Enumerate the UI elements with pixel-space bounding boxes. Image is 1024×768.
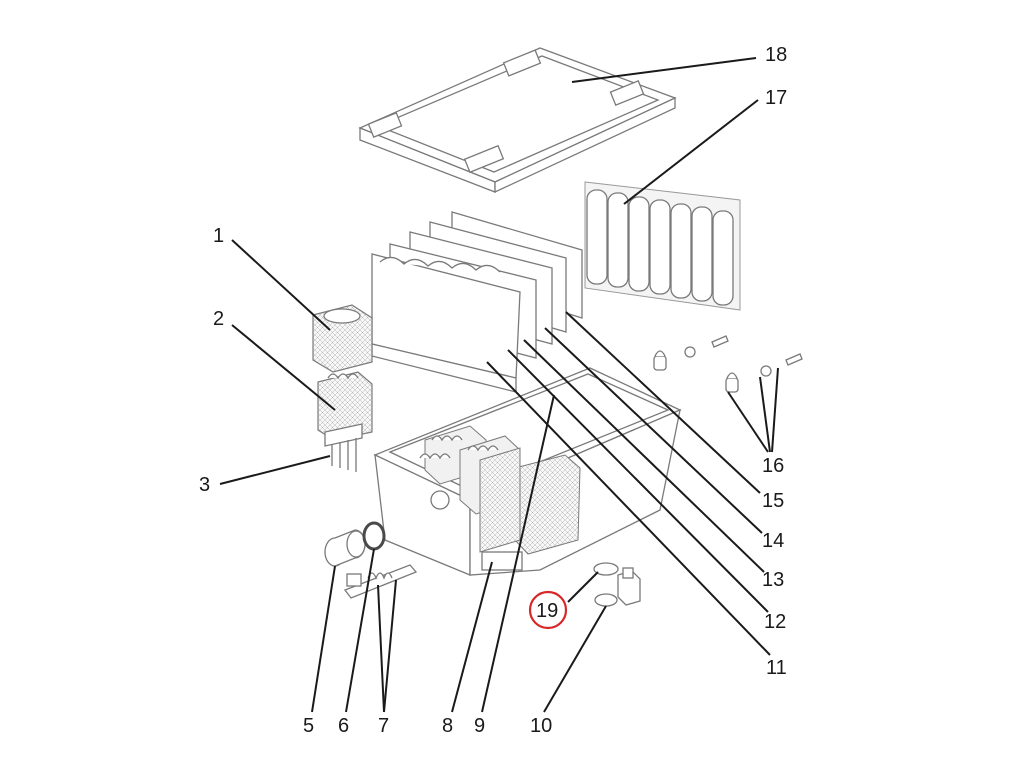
part-filter-plates (371, 211, 583, 393)
callout-13: 13 (762, 569, 784, 591)
callout-11: 11 (766, 657, 787, 679)
part-heater-bar (343, 564, 418, 599)
part-cylinder (324, 529, 366, 567)
highlight-circle (528, 590, 568, 630)
callout-16: 16 (762, 455, 784, 477)
leader-15 (565, 311, 761, 494)
callout-9: 9 (474, 715, 485, 737)
leader-13 (523, 339, 765, 573)
callout-8: 8 (442, 715, 453, 737)
leader-17 (623, 99, 759, 205)
leader-lines (219, 57, 779, 713)
leader-14 (544, 327, 763, 534)
leader-6 (345, 548, 375, 713)
leader-7b (383, 579, 397, 713)
leader-16b (759, 376, 771, 453)
leader-16a (727, 391, 769, 453)
callout-10: 10 (530, 715, 552, 737)
callout-7: 7 (378, 715, 389, 737)
part-cartridge-row (584, 181, 741, 311)
callout-15: 15 (762, 490, 784, 512)
leader-7a (377, 584, 385, 713)
callout-6: 6 (338, 715, 349, 737)
part-o-ring (362, 521, 386, 551)
leader-12 (507, 349, 769, 613)
callout-19: 19 (536, 600, 558, 622)
callout-labels: 1 2 3 5 6 7 8 9 10 11 12 13 14 15 16 17 … (199, 44, 787, 737)
leader-16c (771, 367, 779, 453)
leader-5 (311, 565, 336, 713)
part-tank (373, 367, 682, 576)
part-sponge-top (312, 304, 373, 373)
leader-1 (231, 239, 331, 331)
callout-14: 14 (762, 530, 784, 552)
callout-18: 18 (765, 44, 787, 66)
callout-3: 3 (199, 474, 210, 496)
leader-3 (219, 455, 331, 485)
leader-19 (567, 571, 599, 603)
leader-8 (451, 561, 493, 713)
leader-9 (481, 394, 555, 713)
callout-5: 5 (303, 715, 314, 737)
part-lid (358, 47, 677, 194)
part-filter-block (317, 371, 373, 441)
leader-10 (543, 605, 607, 713)
callout-17: 17 (765, 87, 787, 109)
callout-2: 2 (213, 308, 224, 330)
callout-1: 1 (213, 225, 224, 247)
part-comb (324, 423, 363, 472)
leader-2 (231, 324, 336, 411)
leader-18 (571, 57, 757, 83)
part-fittings (653, 335, 803, 393)
part-outlet-fittings (593, 562, 641, 607)
leader-11 (486, 361, 771, 656)
callout-12: 12 (764, 611, 786, 633)
